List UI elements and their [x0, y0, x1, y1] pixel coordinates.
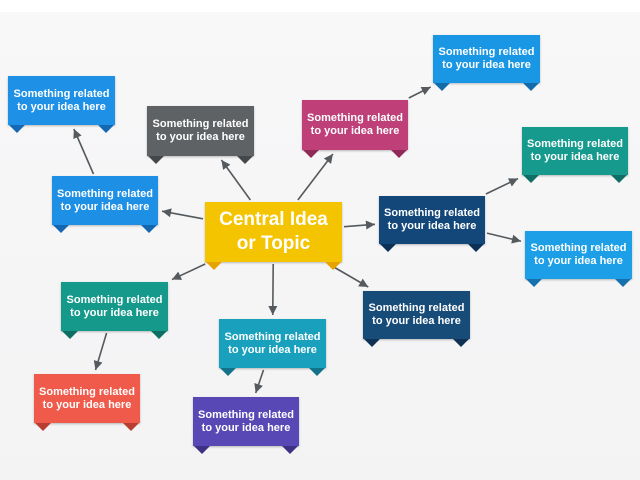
idea-node-teal-left: Something related to your idea here — [61, 282, 168, 331]
ribbon-tab-left — [303, 150, 319, 158]
central-topic-node: Central Idea or Topic — [205, 202, 342, 262]
idea-node-label: Something related to your idea here — [384, 207, 480, 232]
idea-node-navy: Something related to your idea here — [379, 196, 485, 244]
idea-node-gray: Something related to your idea here — [147, 106, 254, 156]
ribbon-tab-right — [309, 368, 325, 376]
idea-node-label: Something related to your idea here — [307, 112, 403, 137]
idea-node-label: Something related to your idea here — [527, 138, 623, 163]
ribbon-tab-left — [53, 225, 69, 233]
idea-node-top-right: Something related to your idea here — [433, 35, 540, 83]
ribbon-tab-right — [615, 279, 631, 287]
top-margin — [0, 0, 640, 12]
idea-node-navy-mid: Something related to your idea here — [363, 291, 470, 339]
idea-node-label: Something related to your idea here — [13, 87, 110, 113]
ribbon-tab-right — [325, 262, 341, 270]
ribbon-tab-left — [148, 156, 164, 164]
idea-node-label: Something related to your idea here — [39, 385, 135, 411]
ribbon-tab-left — [194, 446, 210, 454]
idea-node-teal-right: Something related to your idea here — [522, 127, 628, 175]
arrowhead — [254, 383, 263, 393]
idea-node-blue-right: Something related to your idea here — [525, 231, 632, 279]
ribbon-tab-right — [98, 125, 114, 133]
idea-node-label: Something related to your idea here — [66, 293, 163, 319]
idea-node-coral: Something related to your idea here — [34, 374, 140, 423]
idea-node-top-left: Something related to your idea here — [8, 76, 115, 125]
ribbon-tab-right — [523, 83, 539, 91]
ribbon-tab-left — [220, 368, 236, 376]
ribbon-tab-left — [434, 83, 450, 91]
arrowhead — [162, 208, 172, 218]
idea-node-label: Something related to your idea here — [438, 46, 535, 71]
ribbon-tab-right — [611, 175, 627, 183]
idea-node-cyan: Something related to your idea here — [219, 319, 326, 368]
arrowhead — [73, 129, 82, 140]
ribbon-tab-left — [62, 331, 78, 339]
arrowhead — [268, 305, 278, 315]
ribbon-tab-right — [151, 331, 167, 339]
ribbon-tab-right — [453, 339, 469, 347]
connector-line — [297, 153, 334, 201]
ribbon-tab-right — [282, 446, 298, 454]
ribbon-tab-right — [468, 244, 484, 252]
idea-node-label: Something related to your idea here — [57, 187, 153, 213]
ribbon-tab-left — [380, 244, 396, 252]
idea-node-label: Something related to your idea here — [152, 118, 249, 143]
arrowhead — [511, 234, 521, 244]
ribbon-tab-left — [364, 339, 380, 347]
arrowhead — [323, 154, 333, 164]
arrowhead — [221, 160, 231, 170]
ribbon-tab-left — [526, 279, 542, 287]
central-topic-label: Central Idea or Topic — [219, 209, 328, 254]
idea-node-left-blue: Something related to your idea here — [52, 176, 158, 225]
idea-node-label: Something related to your idea here — [224, 330, 321, 356]
ribbon-tab-right — [391, 150, 407, 158]
arrowhead — [365, 220, 375, 230]
ribbon-tab-left — [35, 423, 51, 431]
arrowhead — [172, 271, 183, 280]
ribbon-tab-right — [237, 156, 253, 164]
ribbon-tab-left — [523, 175, 539, 183]
ribbon-tab-left — [206, 262, 222, 270]
idea-node-magenta: Something related to your idea here — [302, 100, 408, 150]
ribbon-tab-left — [9, 125, 25, 133]
ribbon-tab-right — [141, 225, 157, 233]
arrowhead — [358, 278, 369, 287]
ribbon-tab-right — [123, 423, 139, 431]
arrowhead — [420, 87, 431, 96]
idea-node-label: Something related to your idea here — [198, 408, 294, 434]
arrowhead — [93, 360, 103, 370]
idea-node-label: Something related to your idea here — [368, 302, 465, 327]
idea-node-purple: Something related to your idea here — [193, 397, 299, 446]
idea-node-label: Something related to your idea here — [530, 242, 627, 267]
arrowhead — [507, 178, 518, 187]
